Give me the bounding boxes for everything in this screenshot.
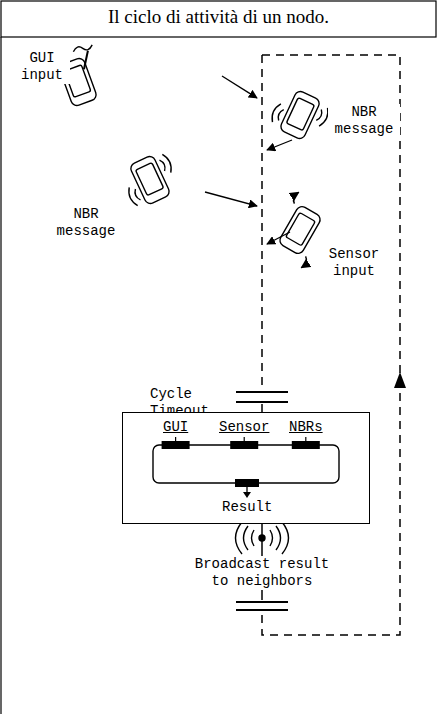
input-port-label: GUI xyxy=(163,419,188,436)
phone-nbr-left xyxy=(126,185,142,207)
phone-nbr-left xyxy=(136,163,164,196)
result-label: Result xyxy=(222,499,272,516)
phone-sensor xyxy=(291,191,300,203)
inner-function-box xyxy=(305,437,306,441)
input-arrows xyxy=(205,76,292,244)
phone-nbr-left xyxy=(129,155,171,206)
phone-gui xyxy=(72,42,93,54)
antenna-symbol xyxy=(270,522,289,554)
annotation-label: NBR message xyxy=(328,104,400,138)
input-arrows xyxy=(267,140,292,150)
inner-function-box xyxy=(230,441,258,449)
cycle-loop xyxy=(236,391,288,393)
phone-nbr-right xyxy=(268,84,333,145)
cycle-loop xyxy=(236,401,288,403)
cycle-loop xyxy=(262,55,400,635)
cycle-loop xyxy=(394,372,406,388)
diagram-title: Il ciclo di attività di un nodo. xyxy=(0,6,437,28)
input-arrows xyxy=(222,76,257,98)
inner-function-box xyxy=(153,445,339,483)
phone-sensor xyxy=(300,256,309,268)
inner-function-box xyxy=(235,479,259,487)
inner-function-box xyxy=(162,441,190,449)
phone-sensor xyxy=(278,204,323,255)
input-port-label: NBRs xyxy=(289,419,323,436)
inner-function-box xyxy=(292,441,320,449)
antenna-symbol xyxy=(236,522,255,554)
phone-nbr-left xyxy=(158,153,174,175)
annotation-label: Sensor input xyxy=(318,246,390,280)
phone-nbr-left xyxy=(118,149,183,210)
antenna-symbol xyxy=(236,522,289,554)
cycle-loop xyxy=(261,55,263,390)
phone-sensor xyxy=(286,213,316,246)
frame xyxy=(1,1,436,37)
inner-function-box xyxy=(243,492,251,498)
cycle-loop xyxy=(236,55,406,635)
annotation-label: Broadcast result to neighbors xyxy=(187,556,337,590)
input-arrows xyxy=(205,192,257,206)
inner-function-box xyxy=(244,437,245,441)
annotation-label: NBR message xyxy=(50,206,122,240)
phone-nbr-right xyxy=(286,98,314,131)
phone-nbr-right xyxy=(279,90,321,141)
cycle-loop xyxy=(236,609,288,611)
inner-function-box xyxy=(175,437,176,441)
phone-nbr-right xyxy=(269,102,285,124)
process-box: GUI Sensor NBRsResult xyxy=(122,412,370,524)
cycle-loop xyxy=(236,601,288,603)
cycle-loop xyxy=(261,404,263,412)
input-port-label: Sensor xyxy=(219,419,269,436)
frame xyxy=(0,37,1,714)
annotation-label: GUI input xyxy=(14,50,70,84)
antenna-symbol xyxy=(259,535,265,541)
phone-gui xyxy=(79,51,94,69)
